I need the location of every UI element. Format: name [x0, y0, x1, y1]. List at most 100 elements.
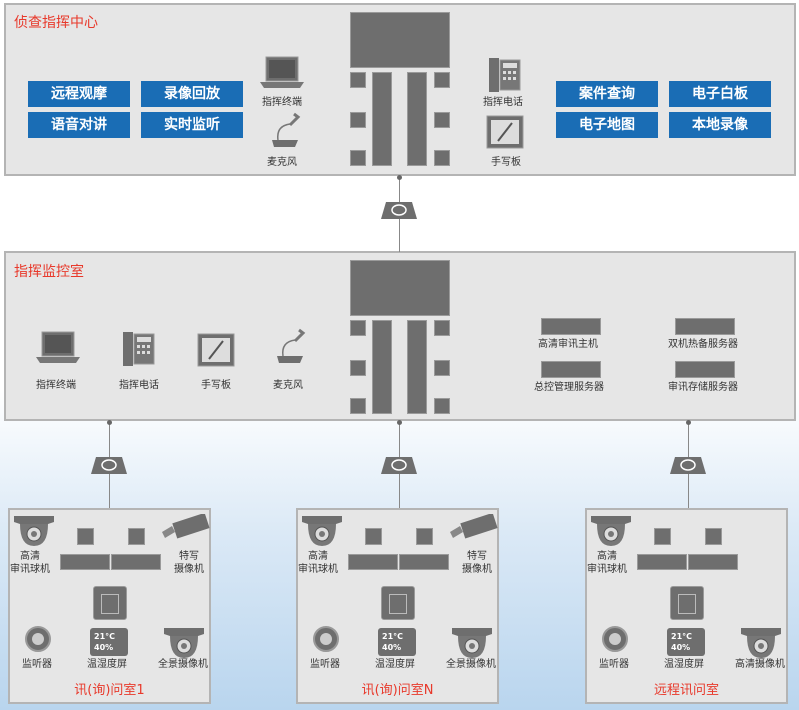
panorama-camera-label: 全景摄像机	[446, 659, 496, 670]
thermo-hygro-display: 21°C 40%	[667, 628, 705, 656]
phone-label: 指挥电话	[483, 97, 523, 108]
seat-icon	[416, 528, 433, 545]
server-label: 审讯存储服务器	[668, 382, 738, 393]
dome-camera-label: 高清 审讯球机	[10, 551, 50, 575]
dome-camera-label: 高清 审讯球机	[587, 551, 627, 575]
seat-icon	[434, 360, 450, 376]
seat-icon	[350, 72, 366, 88]
whiteboard-button[interactable]: 电子白板	[669, 81, 771, 107]
video-wall-icon	[350, 260, 450, 316]
dome-camera-label: 高清 审讯球机	[298, 551, 338, 575]
seat-icon	[434, 72, 450, 88]
seat-icon	[128, 528, 145, 545]
thermo-hygro-label: 温湿度屏	[87, 659, 127, 670]
panorama-camera-icon	[739, 626, 783, 664]
humidity-value: 40%	[382, 643, 402, 652]
seat-icon	[77, 528, 94, 545]
connector-dot	[397, 420, 402, 425]
terminal-label: 指挥终端	[36, 380, 76, 391]
desk-icon	[372, 72, 392, 166]
room-title: 讯(询)问室N	[361, 683, 434, 698]
mic-label: 麦克风	[267, 157, 297, 168]
phone-icon	[489, 58, 521, 92]
tablet-icon	[197, 333, 235, 367]
seat-icon	[350, 360, 366, 376]
phone-icon	[123, 332, 155, 366]
panorama-camera-icon	[162, 626, 206, 664]
panorama-camera-icon	[450, 626, 494, 664]
seat-icon	[350, 320, 366, 336]
chair-icon	[93, 586, 127, 620]
live-listen-button[interactable]: 实时监听	[141, 112, 243, 138]
closeup-camera-label: 特写 摄像机	[462, 551, 492, 575]
mic-label: 麦克风	[273, 380, 303, 391]
dome-camera-icon	[12, 514, 56, 552]
panorama-camera-label: 高清摄像机	[735, 659, 785, 670]
table-icon	[637, 554, 687, 570]
seat-icon	[434, 150, 450, 166]
temperature-value: 21°C	[671, 632, 693, 641]
dome-camera-icon	[300, 514, 344, 552]
closeup-camera-icon	[448, 512, 500, 548]
server-icon	[541, 318, 601, 335]
playback-button[interactable]: 录像回放	[141, 81, 243, 107]
connector-dot	[107, 420, 112, 425]
humidity-value: 40%	[94, 643, 114, 652]
panel-title: 指挥监控室	[14, 264, 84, 280]
table-icon	[399, 554, 449, 570]
panel-title: 侦查指挥中心	[14, 15, 98, 31]
seat-icon	[705, 528, 722, 545]
seat-icon	[350, 150, 366, 166]
network-switch-icon	[90, 455, 128, 477]
connector-dot	[686, 420, 691, 425]
network-switch-icon	[380, 455, 418, 477]
closeup-camera-label: 特写 摄像机	[174, 551, 204, 575]
laptop-icon	[36, 331, 80, 363]
tablet-label: 手写板	[201, 380, 231, 391]
server-icon	[675, 318, 735, 335]
server-icon	[541, 361, 601, 378]
terminal-label: 指挥终端	[262, 97, 302, 108]
table-icon	[111, 554, 161, 570]
seat-icon	[365, 528, 382, 545]
seat-icon	[434, 112, 450, 128]
tablet-icon	[486, 115, 524, 149]
chair-icon	[381, 586, 415, 620]
local-record-button[interactable]: 本地录像	[669, 112, 771, 138]
remote-view-button[interactable]: 远程观摩	[28, 81, 130, 107]
table-icon	[348, 554, 398, 570]
desk-icon	[407, 72, 427, 166]
tablet-label: 手写板	[491, 157, 521, 168]
case-query-button[interactable]: 案件查询	[556, 81, 658, 107]
thermo-hygro-label: 温湿度屏	[664, 659, 704, 670]
microphone-icon	[277, 328, 306, 363]
server-icon	[675, 361, 735, 378]
listener-label: 监听器	[599, 659, 629, 670]
closeup-camera-icon	[160, 512, 212, 548]
panorama-camera-label: 全景摄像机	[158, 659, 208, 670]
desk-icon	[372, 320, 392, 414]
desk-icon	[407, 320, 427, 414]
server-label: 总控管理服务器	[534, 382, 604, 393]
server-label: 高清审讯主机	[538, 339, 598, 350]
e-map-button[interactable]: 电子地图	[556, 112, 658, 138]
phone-label: 指挥电话	[119, 380, 159, 391]
microphone-icon	[272, 112, 301, 147]
listener-icon	[602, 626, 628, 652]
table-icon	[688, 554, 738, 570]
connector-dot	[397, 175, 402, 180]
voice-talk-button[interactable]: 语音对讲	[28, 112, 130, 138]
listener-label: 监听器	[310, 659, 340, 670]
listener-icon	[313, 626, 339, 652]
listener-icon	[25, 626, 51, 652]
seat-icon	[434, 398, 450, 414]
table-icon	[60, 554, 110, 570]
dome-camera-icon	[589, 514, 633, 552]
room-title: 远程讯问室	[653, 683, 719, 698]
room-title: 讯(询)问室1	[74, 683, 145, 698]
listener-label: 监听器	[22, 659, 52, 670]
humidity-value: 40%	[671, 643, 691, 652]
network-switch-icon	[669, 455, 707, 477]
